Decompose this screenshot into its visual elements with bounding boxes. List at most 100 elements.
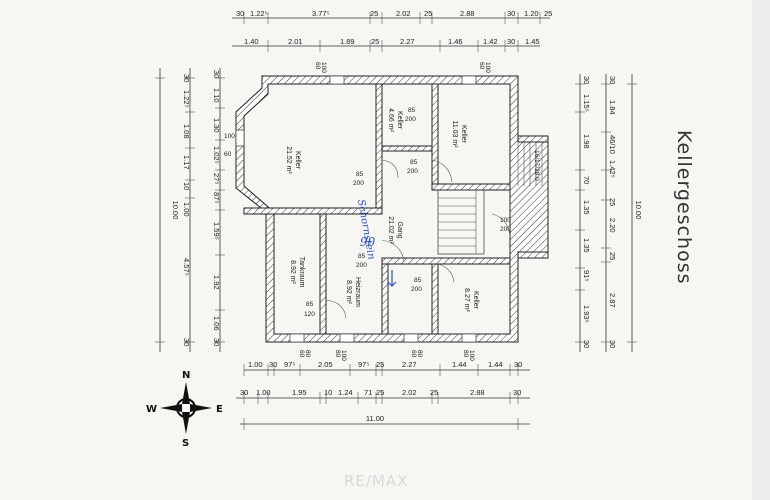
bottom-dim-2-8: 25 (430, 388, 438, 397)
door-h-6: 200 (500, 226, 511, 233)
window-h-2: 60 (224, 151, 232, 158)
window-w-5: 80 (416, 350, 423, 358)
top-dim-2-6: 1.42 (483, 37, 498, 46)
door-h-0: 200 (405, 116, 416, 123)
room-name-tankraum: Tankraum (298, 257, 305, 288)
bottom-dim-1-2: 97⁵ (284, 360, 295, 369)
compass-s: S (182, 438, 189, 449)
right-outer-5: 2.20 (608, 218, 617, 233)
door-w-6: 100 (500, 217, 511, 224)
right-inner-6: 91⁵ (582, 270, 591, 281)
top-dim-1-6: 2.88 (460, 9, 475, 18)
bottom-dim-1-5: 25 (376, 360, 384, 369)
window-w-3: 80 (304, 350, 311, 358)
right-inner-2: 1.98 (582, 134, 591, 149)
room-name-keller-2: Keller (396, 111, 403, 130)
left-outer-6: 4.57⁵ (182, 258, 191, 276)
bottom-dim-1-8: 1.44 (488, 360, 503, 369)
bottom-dim-1-0: 1.00 (248, 360, 263, 369)
bottom-dim-2-4: 1.24 (338, 388, 353, 397)
door-labels: 85 200 85 200 85 200 85 200 85 200 85 12… (304, 107, 511, 318)
door-w-1: 85 (410, 159, 418, 166)
left-inner-9: 30 (212, 338, 221, 346)
right-outer-6: 25 (608, 252, 617, 260)
left-outer-4: 10 (182, 182, 191, 190)
compass-w: W (146, 404, 157, 415)
room-labels: Keller 21.52 m² Keller 4.66 m² Keller 11… (285, 108, 479, 312)
bottom-dim-1-1: 30 (269, 360, 277, 369)
left-inner-5: 87⁵ (212, 192, 221, 203)
bottom-dim-2-1: 1.00 (256, 388, 271, 397)
window-h-3: 60 (298, 350, 305, 358)
room-name-keller-4: Keller (472, 291, 479, 310)
right-inner-7: 1.93⁵ (582, 305, 591, 323)
top-dim-1-1: 1.22⁵ (250, 9, 268, 18)
top-dim-1-7: 30 (507, 9, 515, 18)
top-dim-1-0: 30 (236, 9, 244, 18)
room-name-heizraum: Heizraum (354, 277, 361, 307)
bottom-dim-2-6: 25 (376, 388, 384, 397)
bottom-dim-2-0: 30 (240, 388, 248, 397)
door-w-2: 85 (356, 171, 364, 178)
right-outer-3: 1.42⁵ (608, 160, 617, 178)
top-dimension-chain: 30 1.22⁵ 3.77⁵ 25 2.02 25 2.88 30 1.20 2… (232, 9, 552, 52)
bottom-dim-2-5: 71 (364, 388, 372, 397)
right-outer-8: 30 (608, 340, 617, 348)
room-area-keller-3: 11.03 m² (451, 120, 458, 148)
top-dim-2-3: 25 (371, 37, 379, 46)
window-w-6: 100 (468, 350, 475, 361)
top-dim-1-2: 3.77⁵ (312, 9, 330, 18)
room-name-gang: Gang (396, 221, 403, 238)
window-labels: 100 60 100 60 100 60 80 60 100 80 80 60 … (224, 62, 491, 361)
top-dim-2-2: 1.89 (340, 37, 355, 46)
room-name-keller-3: Keller (460, 125, 467, 144)
door-w-5: 85 (306, 301, 314, 308)
door-w-3: 85 (414, 277, 422, 284)
right-outer-7: 2.87 (608, 293, 617, 308)
right-total: 10.00 (634, 201, 643, 220)
left-inner-2: 1.30 (212, 118, 221, 133)
left-inner-6: 1.59⁵ (212, 222, 221, 240)
left-inner-4: 27⁵ (212, 173, 221, 184)
room-area-keller-4: 8.27 m² (463, 288, 470, 312)
left-inner-7: 1.92 (212, 275, 221, 290)
top-dim-2-8: 1.45 (525, 37, 540, 46)
compass-n: N (182, 370, 190, 381)
stairs-label: 16/17/28.0 (533, 150, 540, 181)
window-openings (235, 75, 477, 343)
window-h-4: 80 (334, 350, 341, 358)
top-dim-2-5: 1.46 (448, 37, 463, 46)
left-inner-0: 30 (212, 70, 221, 78)
right-inner-0: 30 (582, 76, 591, 84)
left-outer-7: 30 (182, 338, 191, 346)
top-dim-1-9: 25 (544, 9, 552, 18)
building-walls (235, 75, 549, 343)
bottom-dim-2-10: 30 (513, 388, 521, 397)
door-h-1: 200 (407, 168, 418, 175)
door-h-2: 200 (353, 180, 364, 187)
room-area-gang: 21.02 m² (387, 216, 394, 244)
left-outer-1: 1.22⁵ (182, 90, 191, 108)
bottom-total: 11.00 (366, 414, 384, 423)
handwriting-mark: 90 (360, 235, 376, 249)
top-dim-1-8: 1.20 (524, 9, 539, 18)
window-w-1: 100 (484, 62, 491, 73)
bottom-dim-2-7: 2.02 (402, 388, 417, 397)
bottom-dim-1-4: 97⁵ (358, 360, 369, 369)
door-w-4: 85 (358, 253, 366, 260)
door-swings (325, 159, 511, 319)
staircase: 16/17/28.0 (437, 142, 543, 255)
page-edge (752, 0, 770, 500)
right-inner-8: 30 (582, 340, 591, 348)
left-dimension-chain: 10.00 30 1.22⁵ 1.08 1.17 10 1.00 4.57⁵ 3… (155, 68, 225, 352)
bottom-dim-2-9: 2.88 (470, 388, 485, 397)
right-inner-5: 1.35 (582, 238, 591, 253)
left-inner-1: 1.10 (212, 88, 221, 103)
room-name-keller-1: Keller (294, 151, 301, 170)
room-area-keller-1: 21.52 m² (285, 146, 292, 174)
right-inner-3: 70 (582, 176, 591, 184)
room-area-tankraum: 8.92 m² (289, 260, 296, 284)
compass-e: E (216, 404, 223, 415)
bottom-dim-1-3: 2.05 (318, 360, 333, 369)
